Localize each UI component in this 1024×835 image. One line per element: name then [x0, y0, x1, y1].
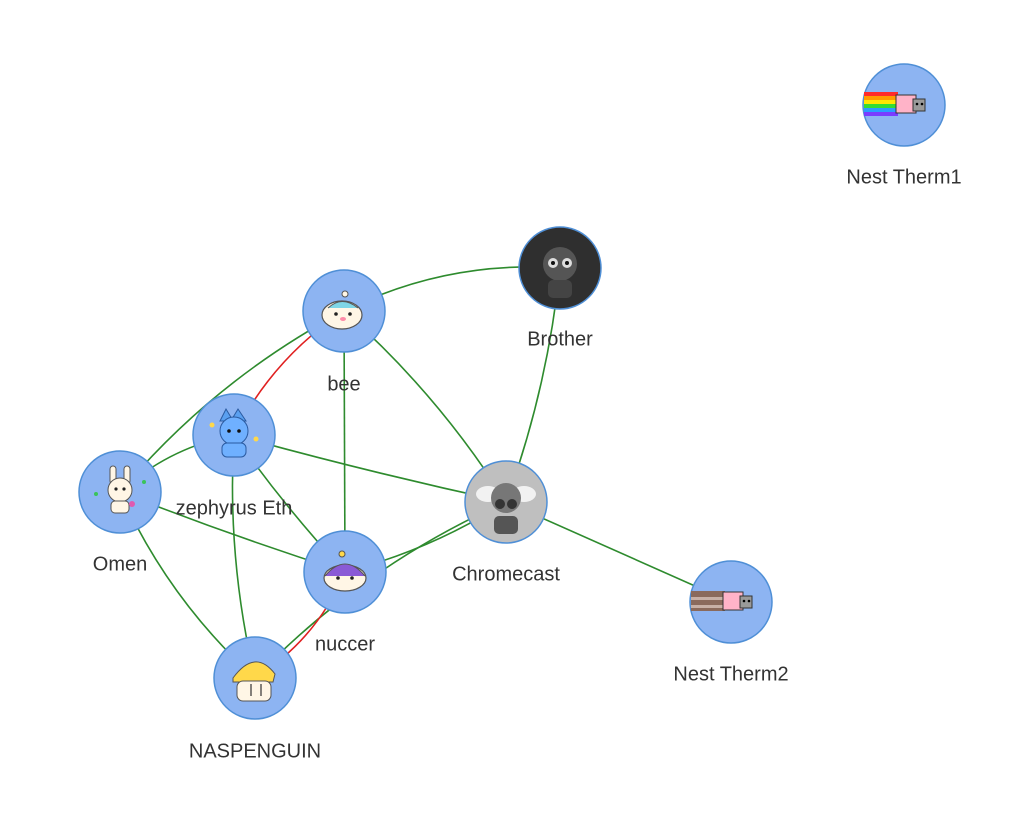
node-chromecast[interactable]: Chromecast	[452, 460, 560, 585]
nyan-cat-rainbow-icon	[864, 92, 926, 116]
node-label: Nest Therm1	[846, 166, 961, 188]
node-brother[interactable]: Brother	[518, 226, 602, 350]
node-label: NASPENGUIN	[189, 740, 321, 762]
node-zephyrus[interactable]: zephyrus Eth	[176, 393, 293, 519]
nyan-cat-brown-icon	[691, 591, 753, 611]
blue-cat-avatar-icon	[209, 407, 259, 458]
node-nuccer[interactable]: nuccer	[303, 530, 387, 655]
blob-bird-avatar-icon	[321, 290, 363, 330]
node-label: Omen	[93, 553, 147, 575]
node-label: Nest Therm2	[673, 663, 788, 685]
node-label: bee	[327, 373, 360, 395]
gray-creature-avatar-icon	[476, 483, 536, 534]
node-nest2[interactable]: Nest Therm2	[673, 560, 789, 685]
node-bee[interactable]: bee	[302, 269, 386, 395]
bunny-avatar-icon	[94, 465, 146, 514]
edges-layer	[119, 266, 732, 679]
node-naspenguin[interactable]: NASPENGUIN	[189, 636, 321, 762]
node-label: Chromecast	[452, 563, 560, 585]
dark-creature-avatar-icon	[543, 247, 577, 298]
node-label: nuccer	[315, 633, 375, 655]
node-nest1[interactable]: Nest Therm1	[846, 63, 962, 188]
edge-zephyrus-chromecast[interactable]	[233, 434, 507, 503]
node-label: zephyrus Eth	[176, 497, 293, 519]
purple-blob-avatar-icon	[323, 550, 367, 592]
yellow-penguin-avatar-icon	[232, 661, 276, 702]
node-label: Brother	[527, 328, 593, 350]
node-omen[interactable]: Omen	[78, 450, 162, 575]
